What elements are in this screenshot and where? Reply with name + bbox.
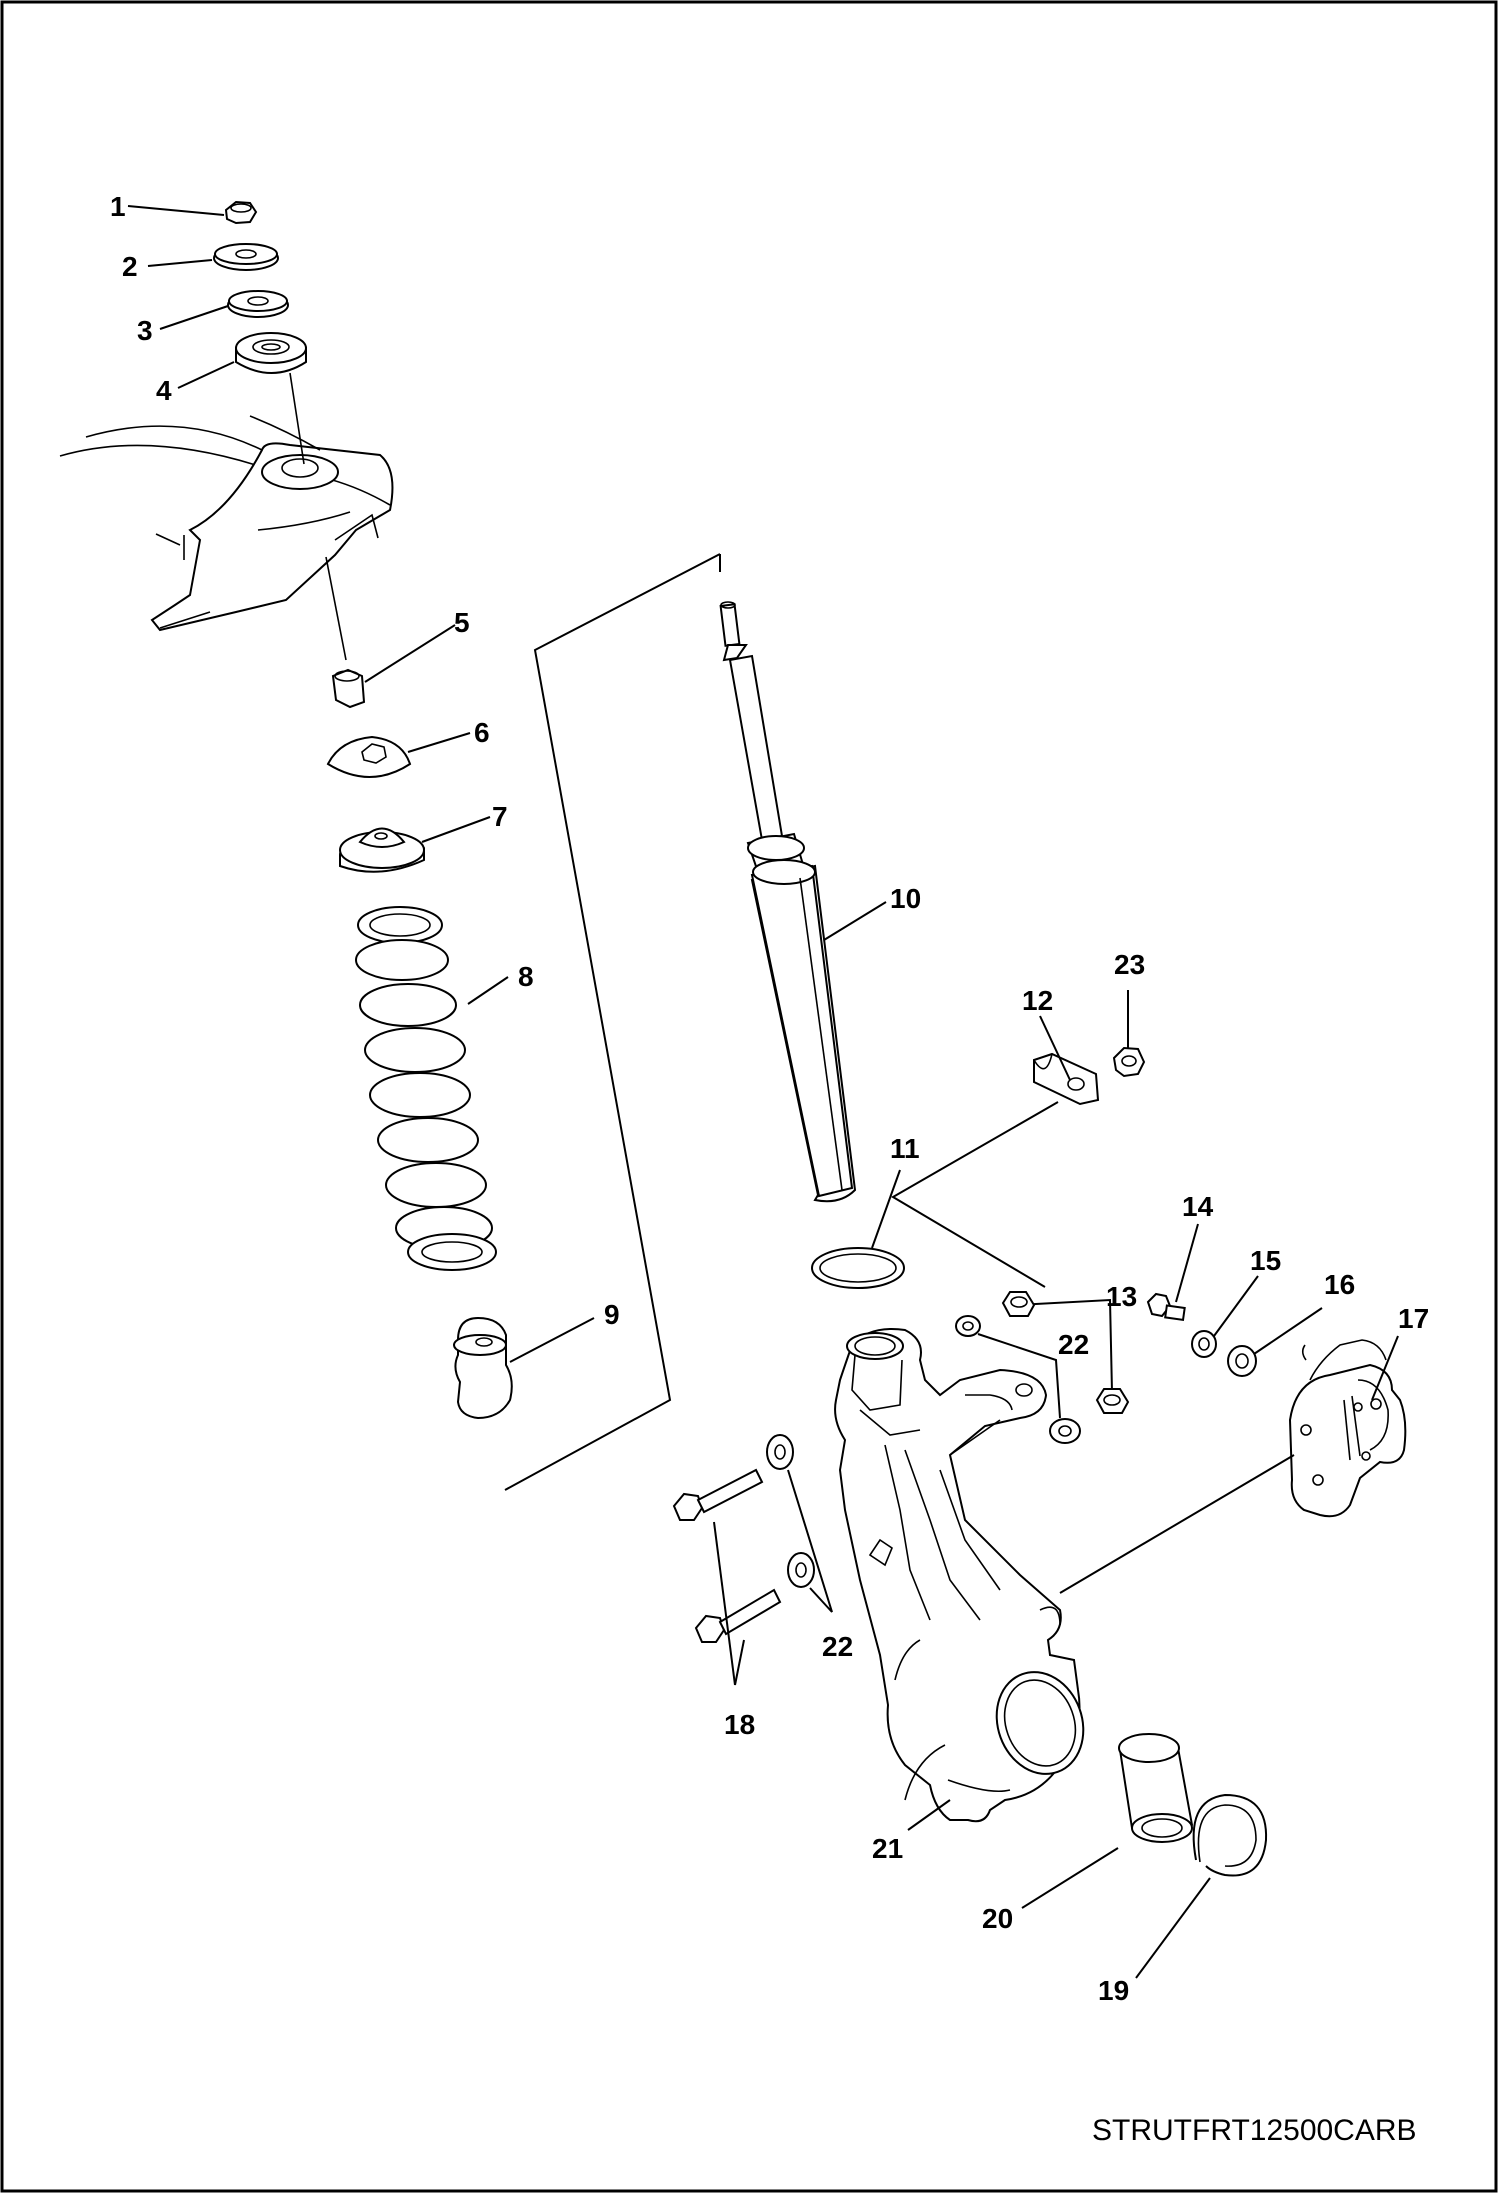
- part-5-nut[interactable]: [331, 668, 366, 709]
- callout-18: 18: [724, 1709, 755, 1740]
- callout-4: 4: [156, 375, 172, 406]
- leader-11: [871, 1169, 901, 1249]
- callout-7: 7: [492, 801, 508, 832]
- callout-8: 8: [518, 961, 534, 992]
- part-18-bolt-lower[interactable]: [694, 1588, 782, 1643]
- callout-5: 5: [454, 607, 470, 638]
- callout-21: 21: [872, 1833, 903, 1864]
- part-14-bolt[interactable]: [1146, 1292, 1186, 1322]
- part-8-coil-spring[interactable]: [355, 906, 497, 1271]
- leader-3: [159, 305, 229, 330]
- leader-16: [1253, 1307, 1323, 1355]
- part-4-bushing[interactable]: [235, 332, 307, 374]
- part-1-nut[interactable]: [224, 200, 258, 225]
- callout-9: 9: [604, 1299, 620, 1330]
- part-7-spring-seat[interactable]: [339, 827, 425, 873]
- guide-line-22-upper: [977, 1333, 1061, 1419]
- callout-16: 16: [1324, 1269, 1355, 1300]
- strut-assembly-bracket: [504, 553, 721, 1491]
- leader-17: [1371, 1335, 1399, 1401]
- guide-line-top: [289, 372, 305, 465]
- part-12-clip[interactable]: [1033, 1052, 1100, 1106]
- upper-mount-frame: [59, 415, 394, 632]
- callout-14: 14: [1182, 1191, 1214, 1222]
- part-18-bolt-upper[interactable]: [672, 1468, 764, 1521]
- callout-1: 1: [110, 191, 126, 222]
- leader-6: [407, 732, 471, 753]
- guide-line-mount-5: [325, 556, 347, 661]
- part-3-washer[interactable]: [227, 290, 289, 318]
- leader-4: [177, 361, 235, 389]
- part-23-nut[interactable]: [1112, 1046, 1146, 1078]
- part-22-washer-upper-b[interactable]: [1049, 1418, 1081, 1444]
- leader-14: [1175, 1223, 1199, 1303]
- part-20-bearing[interactable]: [1118, 1733, 1194, 1843]
- guide-line-13: [1016, 1298, 1113, 1393]
- callout-17: 17: [1398, 1303, 1429, 1334]
- leader-1: [127, 205, 225, 216]
- leader-12: [1039, 1015, 1071, 1081]
- part-22-washer-upper-a[interactable]: [955, 1315, 981, 1337]
- callout-12: 12: [1022, 985, 1053, 1016]
- part-11-seal-ring[interactable]: [811, 1247, 905, 1289]
- callout-22-lower: 22: [822, 1631, 853, 1662]
- callout-3: 3: [137, 315, 153, 346]
- callout-22-upper: 22: [1058, 1329, 1089, 1360]
- leader-9: [509, 1317, 595, 1363]
- leader-15: [1213, 1275, 1259, 1337]
- guide-line-20: [1021, 1847, 1119, 1909]
- callout-11: 11: [890, 1133, 920, 1164]
- guide-line-19: [1135, 1877, 1211, 1979]
- callout-6: 6: [474, 717, 490, 748]
- part-21-steering-knuckle[interactable]: [834, 1328, 1097, 1823]
- part-13-nut-a[interactable]: [1001, 1291, 1036, 1317]
- part-16-washer[interactable]: [1227, 1345, 1257, 1377]
- callout-23: 23: [1114, 949, 1145, 980]
- part-15-washer[interactable]: [1191, 1330, 1217, 1358]
- guide-line-17: [1059, 1454, 1295, 1594]
- leader-2: [147, 259, 213, 267]
- guide-line-18a: [713, 1521, 736, 1686]
- callout-20: 20: [982, 1903, 1013, 1934]
- callout-10: 10: [890, 883, 921, 914]
- callout-15: 15: [1250, 1245, 1281, 1276]
- drawing-code: STRUTFRT12500CARB: [1092, 2114, 1417, 2147]
- leader-10: [823, 901, 887, 941]
- part-17-caliper-bracket[interactable]: [1288, 1339, 1407, 1518]
- leader-7: [421, 816, 491, 843]
- callout-19: 19: [1098, 1975, 1129, 2006]
- guide-line-12: [891, 1101, 1059, 1288]
- part-19-snap-ring[interactable]: [1192, 1793, 1268, 1877]
- leader-8: [467, 976, 509, 1005]
- guide-line-21: [907, 1799, 951, 1831]
- part-22-washer-lower-b[interactable]: [787, 1552, 815, 1588]
- callout-2: 2: [122, 251, 138, 282]
- part-13-nut-b[interactable]: [1095, 1388, 1130, 1414]
- callout-13: 13: [1106, 1281, 1137, 1312]
- leader-5: [364, 624, 456, 683]
- part-6-upper-seat[interactable]: [326, 735, 412, 778]
- guide-line-22-lower: [787, 1469, 833, 1613]
- part-22-washer-lower-a[interactable]: [766, 1434, 794, 1470]
- part-9-bump-stop[interactable]: [453, 1316, 513, 1420]
- part-10-shock-absorber[interactable]: [719, 601, 857, 1203]
- guide-line-18b: [734, 1639, 745, 1686]
- part-2-washer[interactable]: [213, 243, 279, 271]
